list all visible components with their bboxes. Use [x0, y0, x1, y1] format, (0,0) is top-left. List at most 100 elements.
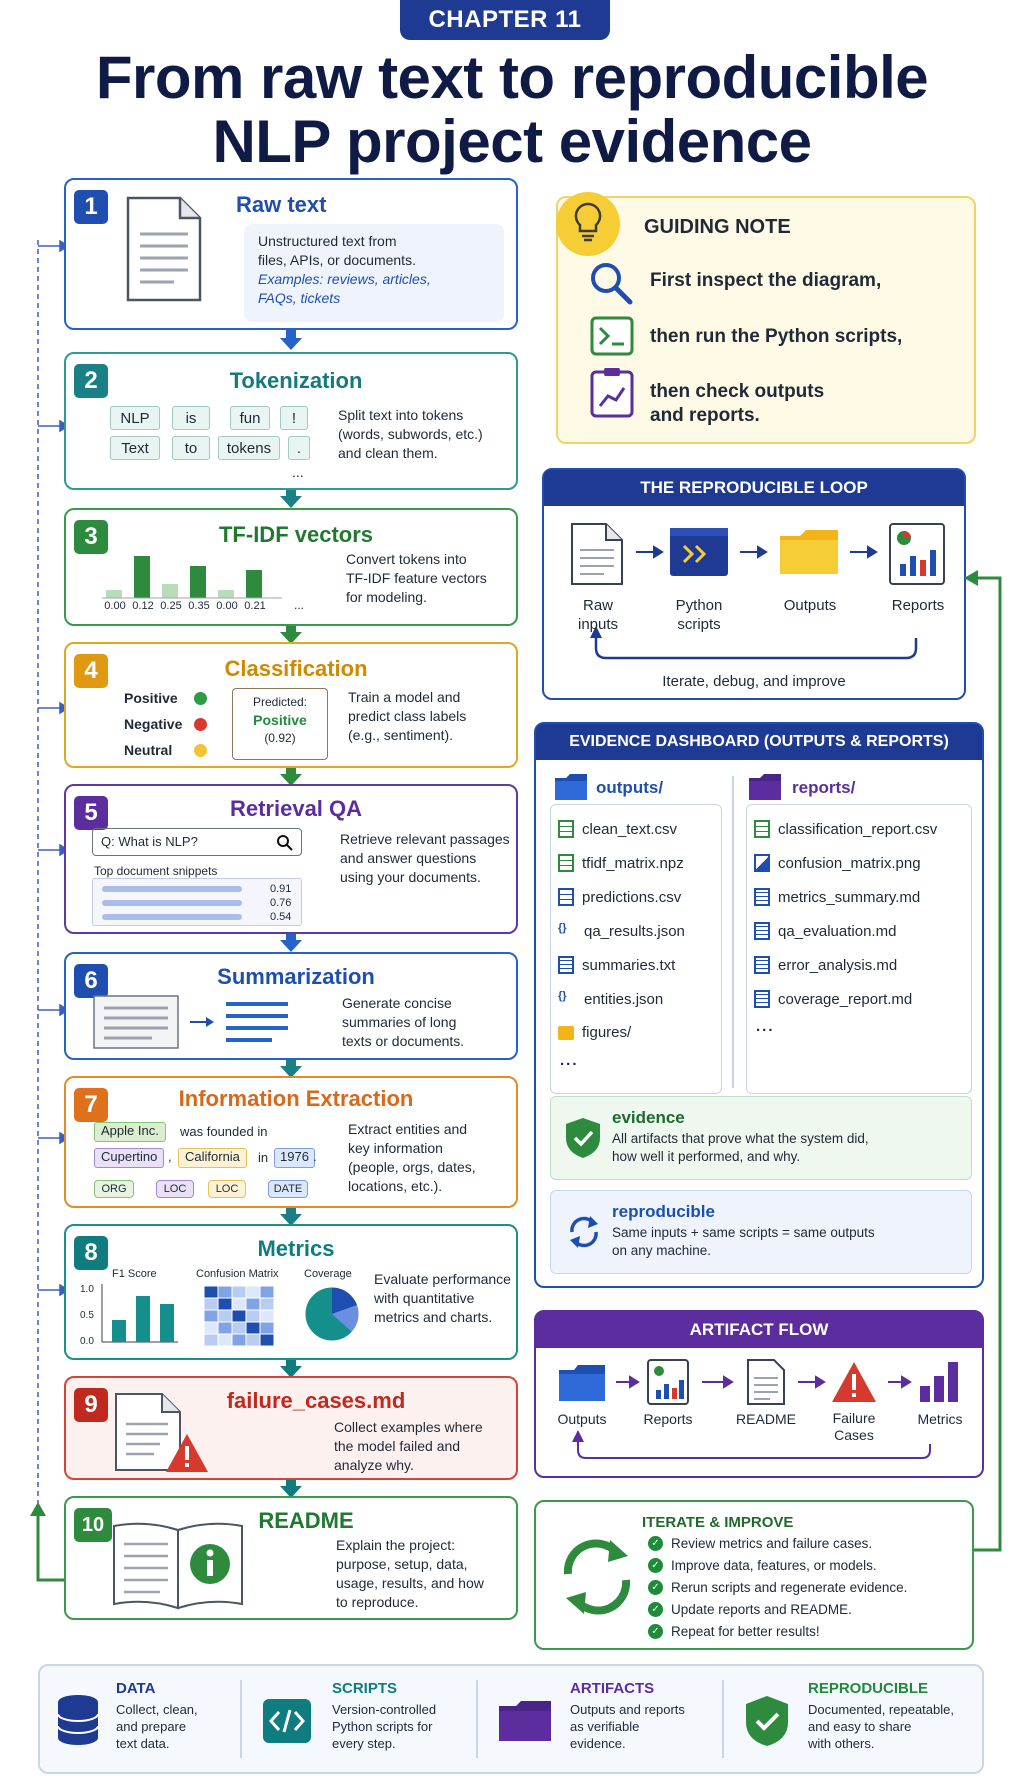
step-metrics: 8 Metrics F1 Score Confusion Matrix Cove… [64, 1224, 518, 1360]
artifact-reports-icon [647, 1359, 689, 1405]
green-dot-icon [194, 692, 207, 705]
tfidf-ellipsis: ... [294, 598, 305, 612]
output-file[interactable]: summaries.txt [558, 956, 675, 974]
qa-search-input[interactable]: Q: What is NLP? [92, 828, 302, 856]
report-file[interactable]: error_analysis.md [754, 956, 897, 974]
desc-line: Same inputs + same scripts = same output… [612, 1225, 875, 1240]
connector-arrow [280, 1214, 302, 1226]
guiding-note-title: GUIDING NOTE [644, 216, 791, 238]
output-file[interactable]: {}entities.json [558, 990, 663, 1008]
pred-score: (0.92) [264, 731, 296, 745]
cov-label: Coverage [304, 1268, 352, 1280]
step-title: Raw text [236, 192, 327, 217]
desc-line: texts or documents. [342, 1033, 465, 1049]
desc-line: Extract entities and [348, 1121, 468, 1137]
check-icon: ✓ [648, 1580, 663, 1595]
snippet-bar [102, 914, 242, 920]
iterate-title: ITERATE & IMPROVE [642, 1514, 794, 1531]
loop-node-label: Python scripts [658, 596, 740, 634]
token-chip: Text [110, 436, 160, 460]
step-number: 5 [74, 796, 108, 830]
tfidf-value: 0.25 [160, 600, 182, 612]
md-icon [754, 888, 770, 906]
report-file[interactable]: classification_report.csv [754, 820, 937, 838]
guiding-step-2: then run the Python scripts, [650, 326, 903, 347]
desc-line: and easy to share [808, 1719, 912, 1734]
connector-arrow [280, 1486, 302, 1498]
tfidf-value: 0.21 [244, 600, 266, 612]
search-icon [277, 835, 293, 851]
desc-line: Retrieve relevant passages [340, 831, 510, 847]
class-label-neutral: Neutral [124, 742, 173, 758]
check-icon: ✓ [648, 1536, 663, 1551]
connector [286, 1480, 296, 1488]
file-name: classification_report.csv [778, 820, 938, 838]
entity-date: 1976 [274, 1148, 315, 1168]
file-name: metrics_summary.md [778, 888, 921, 906]
terminal-icon [590, 316, 634, 356]
snippet-score: 0.54 [270, 911, 292, 923]
artifact-label-line: Cases [834, 1427, 874, 1443]
file-name: error_analysis.md [778, 956, 898, 974]
desc-line: Python scripts for [332, 1719, 433, 1734]
tag-loc: LOC [208, 1180, 246, 1198]
txt-icon [558, 956, 574, 974]
guiding-step-1: First inspect the diagram, [650, 270, 882, 291]
connector-arrow [280, 632, 302, 644]
desc-line: and prepare [116, 1719, 187, 1734]
step-title: Information Extraction [178, 1086, 414, 1111]
output-file[interactable]: tfidf_matrix.npz [558, 854, 684, 872]
confusion-matrix-icon [204, 1286, 275, 1346]
evidence-title: evidence [612, 1108, 685, 1127]
output-file[interactable]: predictions.csv [558, 888, 681, 906]
report-file[interactable]: qa_evaluation.md [754, 922, 896, 940]
tfidf-value: 0.35 [188, 600, 210, 612]
step-number: 3 [74, 520, 108, 554]
md-icon [754, 956, 770, 974]
desc-line: Collect, clean, [116, 1702, 198, 1717]
footer-divider [240, 1680, 242, 1758]
artifact-flow-panel: ARTIFACT FLOW Outputs Reports README Fai… [534, 1310, 984, 1478]
report-file[interactable]: coverage_report.md [754, 990, 912, 1008]
step-title: Retrieval QA [229, 796, 363, 821]
tag-org: ORG [94, 1180, 134, 1198]
step-desc: Generate concise summaries of long texts… [342, 994, 464, 1051]
desc-line: (e.g., sentiment). [348, 727, 454, 743]
artifact-readme-icon [747, 1359, 785, 1405]
pred-label: Predicted: [252, 695, 308, 709]
desc-line: locations, etc.). [348, 1178, 443, 1194]
desc-line: purpose, setup, data, [336, 1556, 468, 1572]
title-line-2: NLP project evidence [212, 108, 812, 175]
csv-icon [754, 820, 770, 838]
desc-line: Outputs and reports [570, 1702, 685, 1717]
iterate-text: Review metrics and failure cases. [671, 1536, 873, 1551]
file-name: summaries.txt [582, 956, 676, 974]
output-file[interactable]: clean_text.csv [558, 820, 677, 838]
output-folder[interactable]: figures/ [558, 1024, 631, 1041]
connector-arrow [280, 1066, 302, 1078]
yellow-dot-icon [194, 744, 207, 757]
desc-line: for modeling. [346, 589, 427, 605]
step-info-extraction: 7 Information Extraction Apple Inc. was … [64, 1076, 518, 1208]
step-number: 1 [74, 190, 108, 224]
md-icon [754, 990, 770, 1008]
step-failure-cases: 9 failure_cases.md Collect examples wher… [64, 1376, 518, 1480]
step-desc: Train a model and predict class labels (… [348, 688, 466, 745]
failure-doc-icon [115, 1393, 181, 1471]
iterate-item: ✓Update reports and README. [648, 1602, 852, 1617]
output-file[interactable]: {}qa_results.json [558, 922, 685, 940]
artifact-node-label: Reports [643, 1411, 693, 1427]
folder-icon [558, 1025, 574, 1040]
iterate-text: Improve data, features, or models. [671, 1558, 877, 1573]
iterate-item: ✓Rerun scripts and regenerate evidence. [648, 1580, 907, 1595]
report-file[interactable]: metrics_summary.md [754, 888, 920, 906]
loop-caption: Iterate, debug, and improve [662, 673, 846, 690]
title-line-1: From raw text to reproducible [95, 44, 929, 111]
report-file[interactable]: confusion_matrix.png [754, 854, 921, 872]
pred-value: Positive [253, 712, 307, 728]
loop-node-label: Outputs [783, 597, 837, 614]
desc-line: (words, subwords, etc.) [338, 426, 483, 442]
step-number: 2 [74, 364, 108, 398]
desc-line: Collect examples where [334, 1419, 483, 1435]
reproducible-shield-icon [746, 1696, 788, 1746]
